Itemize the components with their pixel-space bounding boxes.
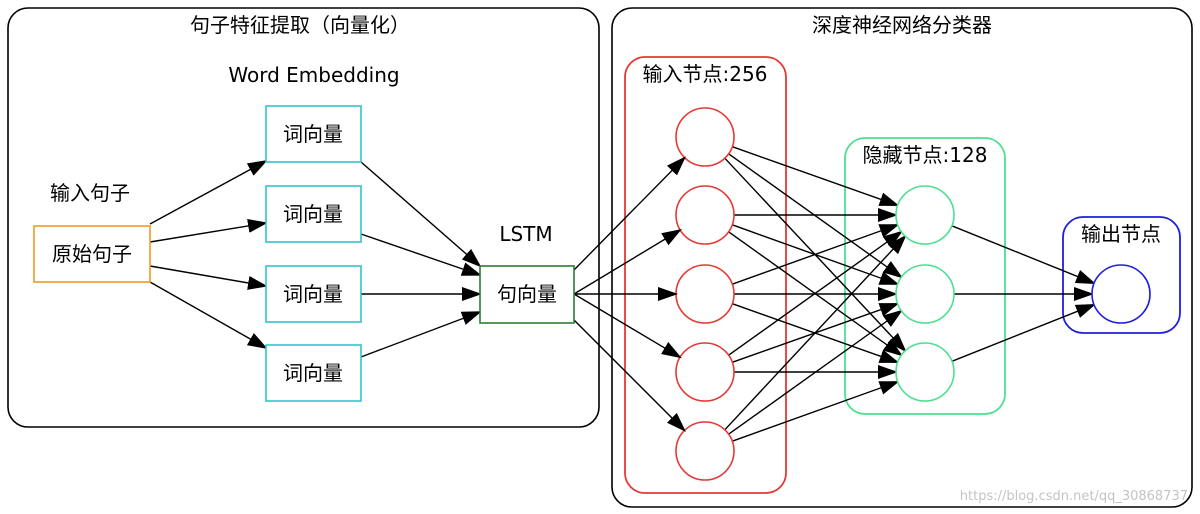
dnn-classifier-title: 深度神经网络分类器 <box>812 13 992 37</box>
lstm-label: LSTM <box>499 222 552 246</box>
edge-hidden-3-to-output-1 <box>951 303 1096 362</box>
input-layer-label: 输入节点:256 <box>643 62 768 86</box>
edge-input-5-to-hidden-2 <box>728 309 904 435</box>
word-embedding-label: Word Embedding <box>228 63 399 87</box>
word-vector-box-2 <box>265 185 362 243</box>
word-vector-label-2: 词向量 <box>283 202 343 226</box>
edge-word-vector-2-to-sentence <box>360 233 482 276</box>
watermark: https://blog.csdn.net/qq_30868737 <box>960 489 1188 504</box>
edge-input-3-to-hidden-1 <box>732 224 900 285</box>
sentence-vector-box <box>479 265 575 324</box>
word-vector-label-1: 词向量 <box>283 122 343 146</box>
input-sentence-box <box>33 225 151 283</box>
network-edges <box>724 146 1096 442</box>
hidden-layer-group <box>844 137 1006 415</box>
input-node-2 <box>675 185 735 245</box>
input-sentence-label: 输入句子 <box>50 181 130 205</box>
input-layer-group <box>624 56 787 494</box>
word-vector-box-1 <box>265 105 362 163</box>
edge-input-to-word-vector-4 <box>149 281 268 349</box>
output-layer-label: 输出节点 <box>1081 222 1161 246</box>
feature-extraction-title: 句子特征提取（向量化） <box>190 13 410 37</box>
sentence-vector-label: 句向量 <box>497 282 557 306</box>
output-node-1 <box>1091 264 1151 324</box>
edge-input-to-word-vector-3 <box>149 265 268 290</box>
feature-extraction-panel: 句子特征提取（向量化） Word Embedding 输入句子 原始句子 词向量… <box>7 7 600 428</box>
edge-input-4-to-hidden-1 <box>728 230 904 356</box>
edge-sentence-to-input-node-4 <box>573 293 682 359</box>
word-vector-label-4: 词向量 <box>283 361 343 385</box>
edge-input-to-word-vector-1 <box>149 160 268 225</box>
edge-sentence-to-input-node-5 <box>573 319 686 432</box>
input-sentence-box-label: 原始句子 <box>52 242 132 266</box>
hidden-node-2 <box>895 264 955 324</box>
edge-input-5-to-hidden-1 <box>724 234 907 431</box>
edge-hidden-1-to-output-1 <box>951 225 1096 284</box>
edge-input-to-word-vector-2 <box>149 219 268 243</box>
input-node-1 <box>675 107 735 167</box>
edge-sentence-to-input-node-1 <box>573 156 687 271</box>
input-node-4 <box>675 342 735 402</box>
word-vector-box-3 <box>265 265 362 323</box>
hidden-node-3 <box>895 342 955 402</box>
edge-input-5-to-hidden-3 <box>732 381 900 442</box>
sentence-to-input-edges <box>573 156 687 432</box>
hidden-layer-label: 隐藏节点:128 <box>863 143 988 167</box>
word-vector-box-4 <box>265 344 362 402</box>
edge-word-vector-4-to-sentence <box>360 311 482 358</box>
dnn-classifier-panel: 深度神经网络分类器 输入节点:256 隐藏节点:128 输出节点 <box>611 7 1193 508</box>
output-layer-group <box>1062 216 1181 334</box>
edge-word-vector-1-to-sentence <box>360 161 482 268</box>
network-nodes <box>675 107 1151 481</box>
input-node-5 <box>675 421 735 481</box>
word-vector-label-3: 词向量 <box>283 282 343 306</box>
hidden-node-1 <box>895 185 955 245</box>
edge-input-1-to-hidden-1 <box>732 146 900 206</box>
edge-sentence-to-input-node-2 <box>573 228 682 295</box>
dnn-classifier-panel-frame <box>611 7 1193 508</box>
input-node-3 <box>675 264 735 324</box>
